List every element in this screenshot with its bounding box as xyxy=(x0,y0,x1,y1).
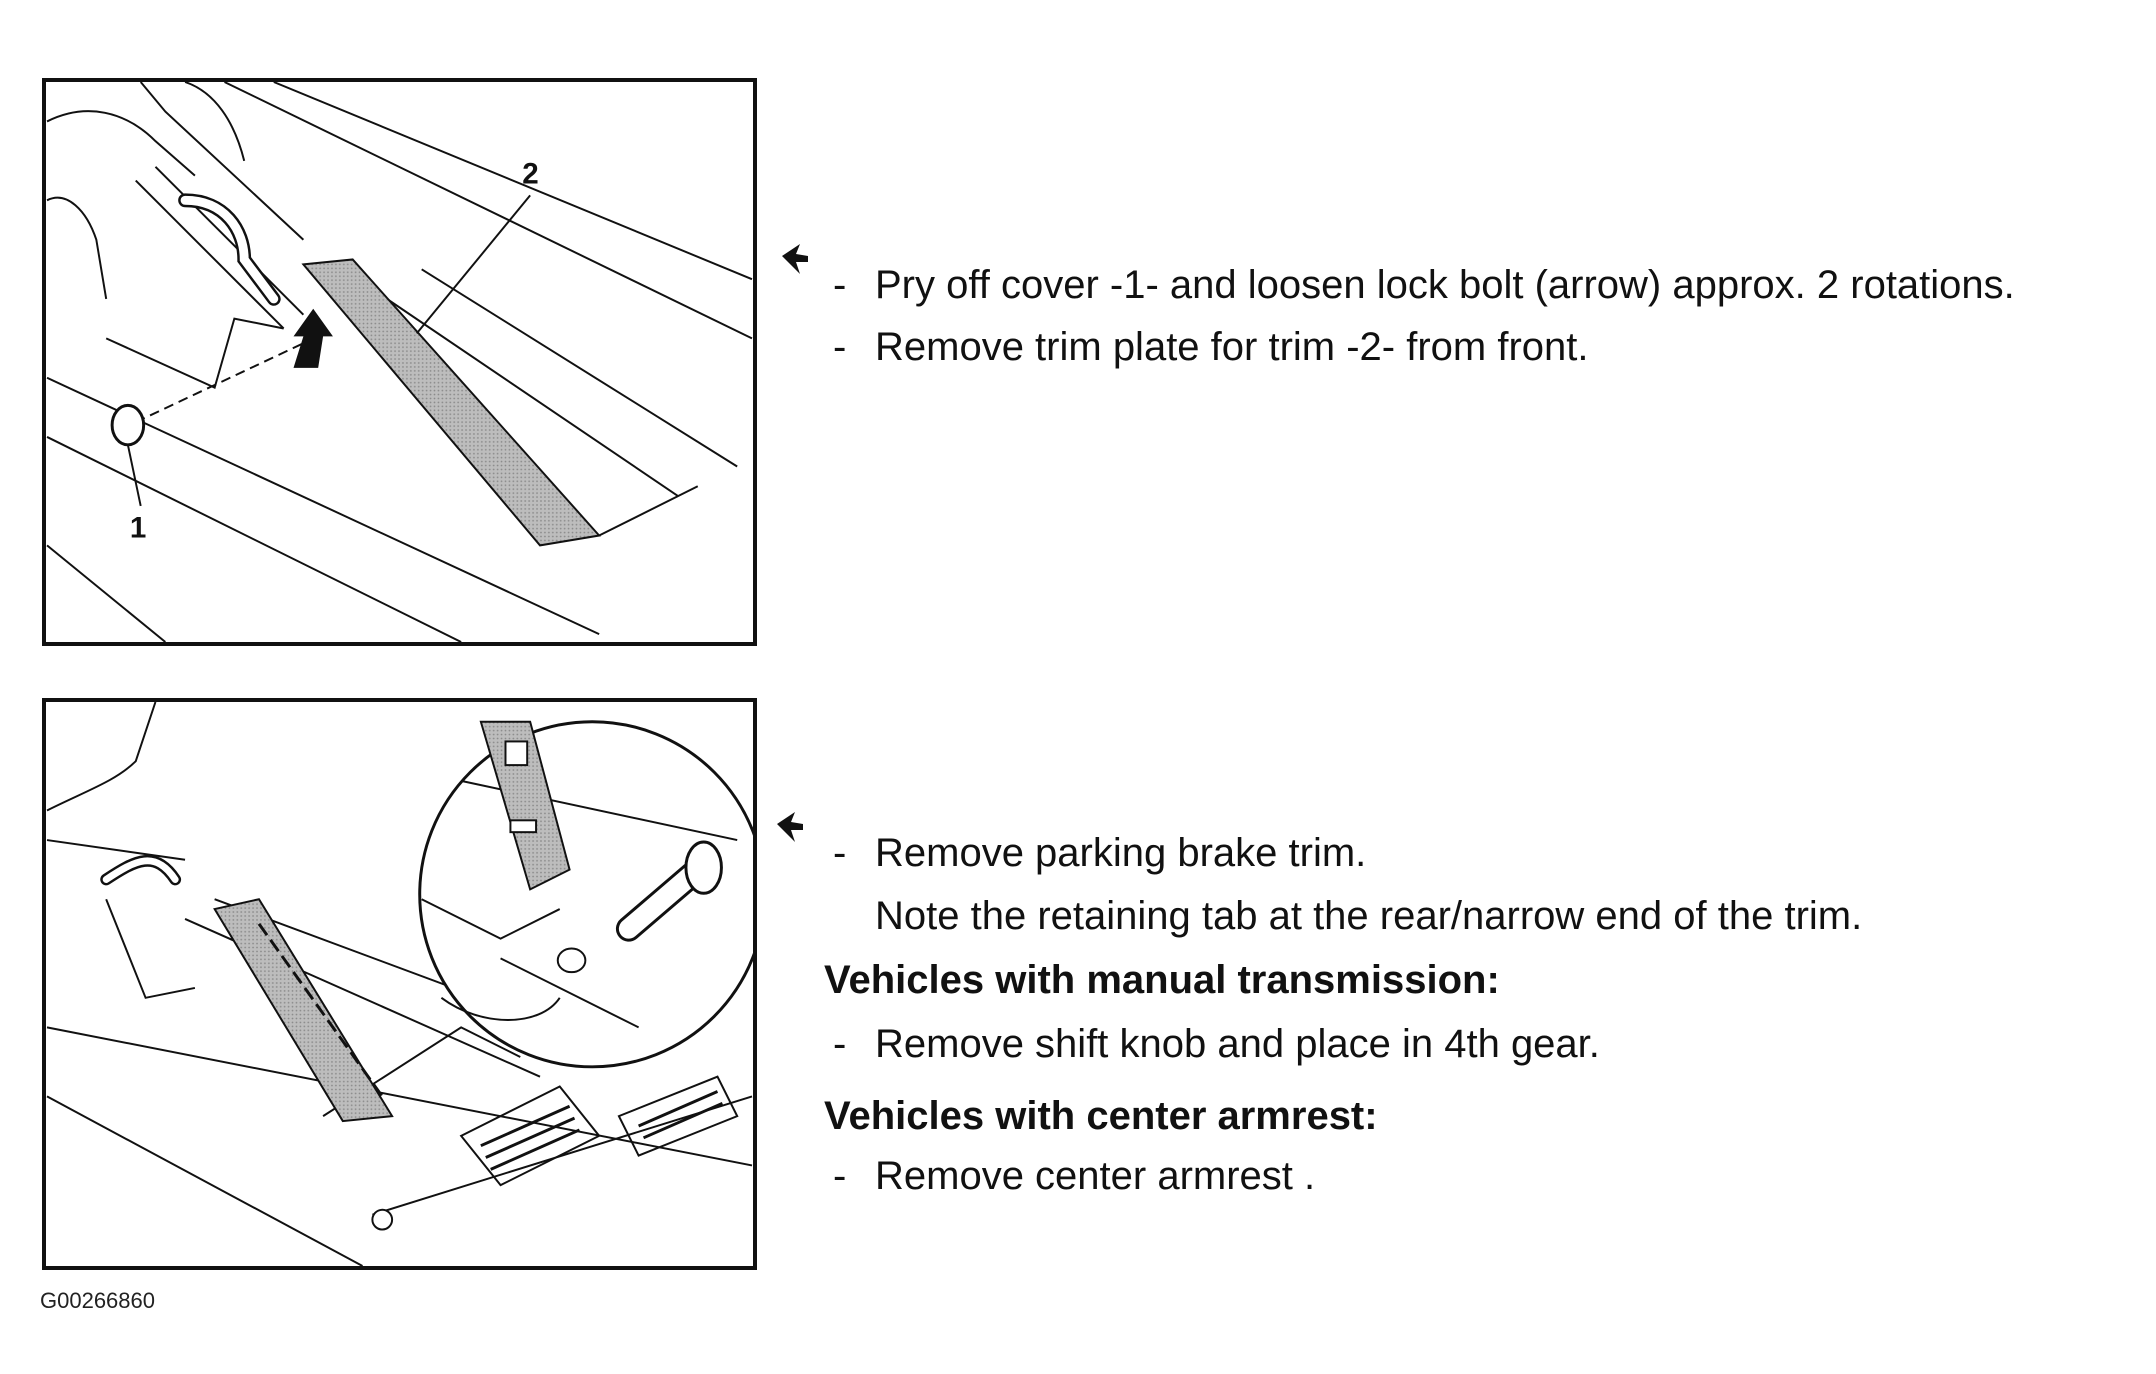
step-bullet: - xyxy=(833,1154,847,1198)
hand-pointer-icon xyxy=(777,812,803,842)
cover-removal-illustration: 2 1 xyxy=(46,82,753,642)
step-text: Remove trim plate for trim -2- from fron… xyxy=(875,325,1589,369)
figure-parking-brake-trim xyxy=(42,698,757,1270)
step-bullet: - xyxy=(833,263,847,307)
center-armrest-heading: Vehicles with center armrest: xyxy=(824,1094,1378,1138)
step-text: Remove shift knob and place in 4th gear. xyxy=(875,1022,1600,1066)
step-bullet: - xyxy=(833,831,847,875)
step-note-text: Note the retaining tab at the rear/narro… xyxy=(875,894,1863,938)
parking-brake-trim-illustration xyxy=(46,702,753,1266)
step-text: Pry off cover -1- and loosen lock bolt (… xyxy=(875,263,2015,307)
document-code: G00266860 xyxy=(40,1288,155,1313)
callout-1: 1 xyxy=(130,511,146,544)
step-bullet: - xyxy=(833,1022,847,1066)
figure-cover-removal: 2 1 xyxy=(42,78,757,646)
manual-transmission-heading: Vehicles with manual transmission: xyxy=(824,958,1500,1002)
callout-2: 2 xyxy=(522,158,538,191)
step-text: Remove parking brake trim. xyxy=(875,831,1367,875)
step-bullet: - xyxy=(833,325,847,369)
hand-pointer-icon xyxy=(782,244,808,274)
step-text: Remove center armrest . xyxy=(875,1154,1316,1198)
